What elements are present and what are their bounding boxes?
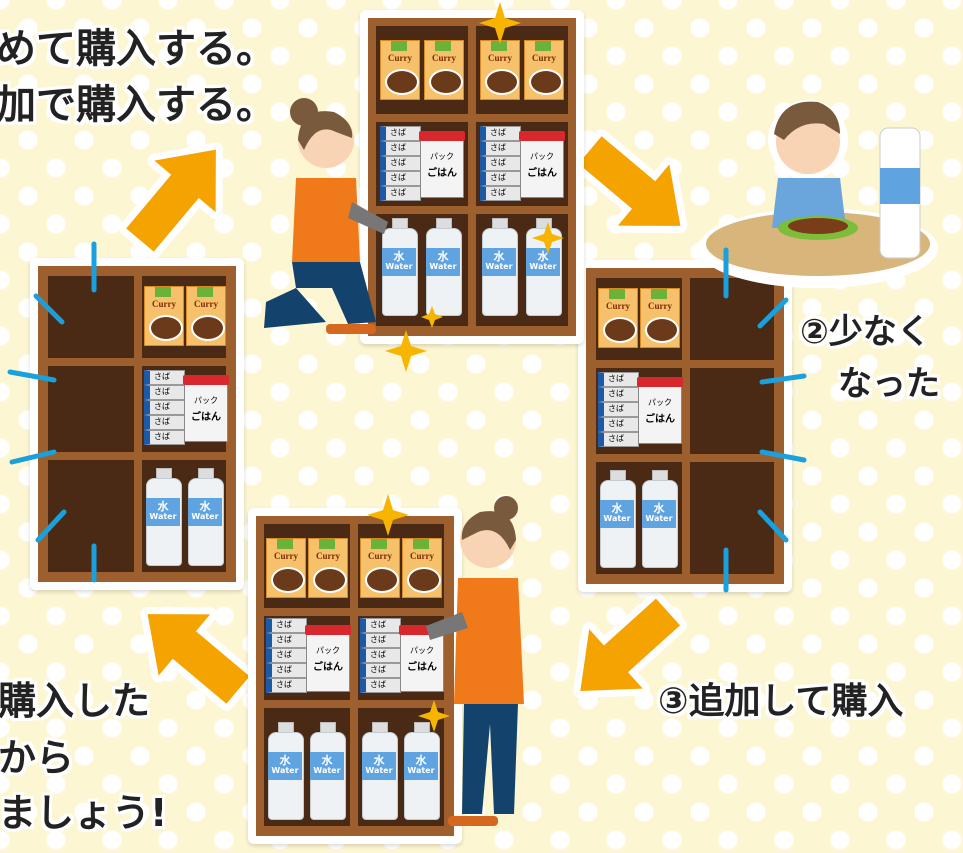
pack-rice: パック ごはん	[399, 625, 445, 692]
step2-text-line1: ②少なく	[800, 312, 931, 352]
curry-box: Curry	[640, 288, 680, 348]
curry-box: Curry	[524, 40, 564, 100]
pack-rice: パック ごはん	[519, 131, 565, 198]
pack-rice: パック ごはん	[305, 625, 351, 692]
water-bottle: 水 Water	[598, 470, 636, 568]
water-bottle: 水 Water	[144, 468, 182, 566]
step1-text-line1: めて購入する。	[0, 26, 276, 72]
curry-box: Curry	[144, 286, 184, 346]
shelf-bottom-full: Curry Curry Curry Curry さばさばさばさばさば パック ご…	[248, 508, 462, 844]
water-bottle: 水 Water	[480, 218, 518, 316]
shelf-top-full: Curry Curry Curry Curry さばさばさばさばさば パック ご…	[360, 10, 584, 344]
water-bottle: 水 Water	[360, 722, 398, 820]
woman-top-figure	[264, 98, 388, 334]
water-bottle: 水 Water	[266, 722, 304, 820]
step4-text-line3: ましょう!	[0, 791, 168, 835]
step2-text-line2: なった	[838, 364, 940, 404]
curry-box: Curry	[402, 538, 442, 598]
pack-rice: パック ごはん	[183, 375, 229, 442]
curry-box: Curry	[424, 40, 464, 100]
water-bottle: 水 Water	[424, 218, 462, 316]
curry-box: Curry	[308, 538, 348, 598]
curry-box: Curry	[598, 288, 638, 348]
water-bottle: 水 Water	[186, 468, 224, 566]
shelf-right: Curry Curry さばさばさばさばさば パック ごはん 水 Water 水…	[578, 260, 792, 592]
curry-box: Curry	[480, 40, 520, 100]
woman-bottom-figure	[426, 496, 524, 826]
saba-can-stack: さばさばさばさばさば	[360, 618, 401, 694]
step1-text-line2: 加で購入する。	[0, 82, 276, 128]
pack-rice: パック ごはん	[637, 377, 683, 444]
saba-can-stack: さばさばさばさばさば	[380, 126, 421, 202]
water-bottle: 水 Water	[524, 218, 562, 316]
water-bottle: 水 Water	[640, 470, 678, 568]
water-bottle: 水 Water	[308, 722, 346, 820]
curry-box: Curry	[266, 538, 306, 598]
water-bottle: 水 Water	[380, 218, 418, 316]
step4-text-line2: から	[0, 736, 75, 780]
shelf-left: Curry Curry さばさばさばさばさば パック ごはん 水 Water 水…	[30, 258, 244, 590]
child-eating-figure	[698, 100, 938, 288]
water-bottle: 水 Water	[402, 722, 440, 820]
saba-can-stack: さばさばさばさばさば	[480, 126, 521, 202]
pack-rice: パック ごはん	[419, 131, 465, 198]
saba-can-stack: さばさばさばさばさば	[144, 370, 185, 446]
saba-can-stack: さばさばさばさばさば	[598, 372, 639, 448]
curry-box: Curry	[380, 40, 420, 100]
step4-text-line1: 購入した	[0, 679, 151, 723]
curry-box: Curry	[186, 286, 226, 346]
step3-text: ③追加して購入	[658, 681, 904, 722]
curry-box: Curry	[360, 538, 400, 598]
